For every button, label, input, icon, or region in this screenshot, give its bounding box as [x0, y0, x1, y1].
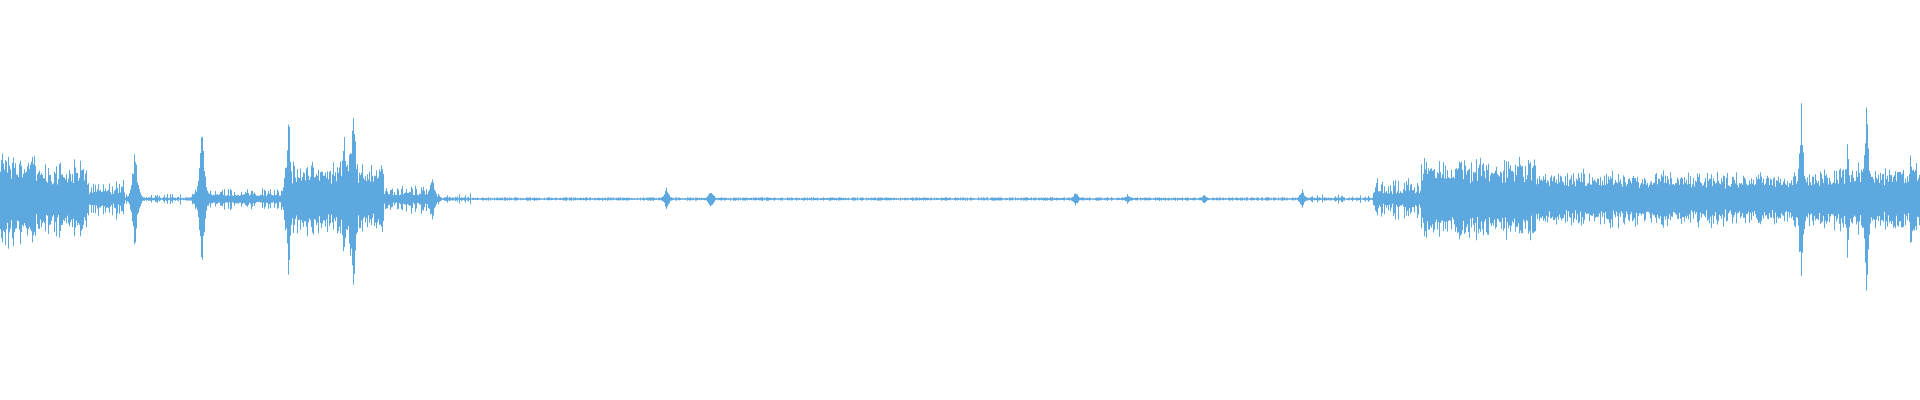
waveform-path: [0, 103, 1920, 291]
